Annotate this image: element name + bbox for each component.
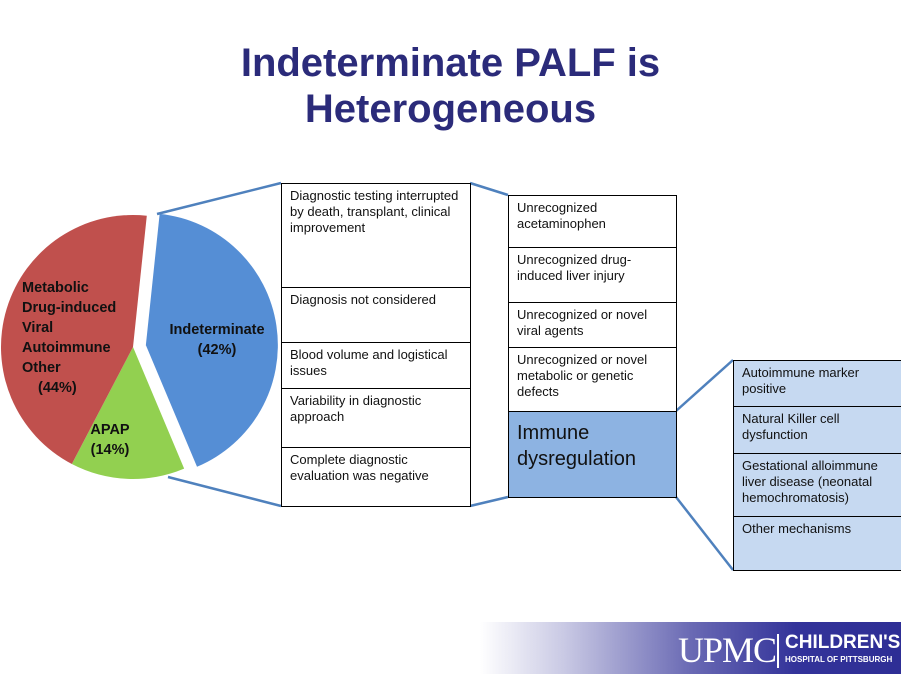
connector-line [469,495,509,508]
pie-chart [1,213,278,480]
footer-logo-bar: UPMC CHILDREN'S HOSPITAL OF PITTSBURGH [480,622,901,674]
title-line-1: Indeterminate PALF is [240,41,661,85]
childrens-logo: CHILDREN'S [785,632,901,653]
immune-box: Other mechanisms [733,516,901,571]
connector-line [167,475,282,508]
cause-box: Unrecognized or novel metabolic or genet… [508,347,677,412]
slice-apap [71,347,185,480]
slice-indeterminate [145,213,278,467]
slice-other [1,215,147,464]
connectors [156,181,734,571]
immune-box: Natural Killer cell dysfunction [733,406,901,454]
connector-line [675,359,734,412]
logo-divider [777,634,779,668]
title-line-2: Heterogeneous [304,87,597,131]
immune-box: Gestational alloimmune liver disease (ne… [733,453,901,517]
reason-box: Diagnosis not considered [281,287,471,343]
connector-line [156,181,282,216]
slice-label-apap: APAP(14%) [90,422,130,458]
cause-box: Unrecognized or novel viral agents [508,302,677,348]
slice-label-indeterminate: Indeterminate(42%) [169,322,265,358]
hospital-logo-text: HOSPITAL OF PITTSBURGH [785,655,893,664]
reason-box: Variability in diagnostic approach [281,388,471,448]
reason-box: Blood volume and logistical issues [281,342,471,389]
upmc-logo: UPMC [678,630,777,670]
reason-box: Diagnostic testing interrupted by death,… [281,183,471,288]
reason-box: Complete diagnostic evaluation was negat… [281,447,471,507]
immune-box: Autoimmune marker positive [733,360,901,407]
cause-box: Unrecognized acetaminophen [508,195,677,248]
immune-dysregulation-box: Immune dysregulation [508,411,677,498]
cause-box: Unrecognized drug-induced liver injury [508,247,677,303]
connector-line [469,181,509,197]
connector-line [675,496,734,571]
